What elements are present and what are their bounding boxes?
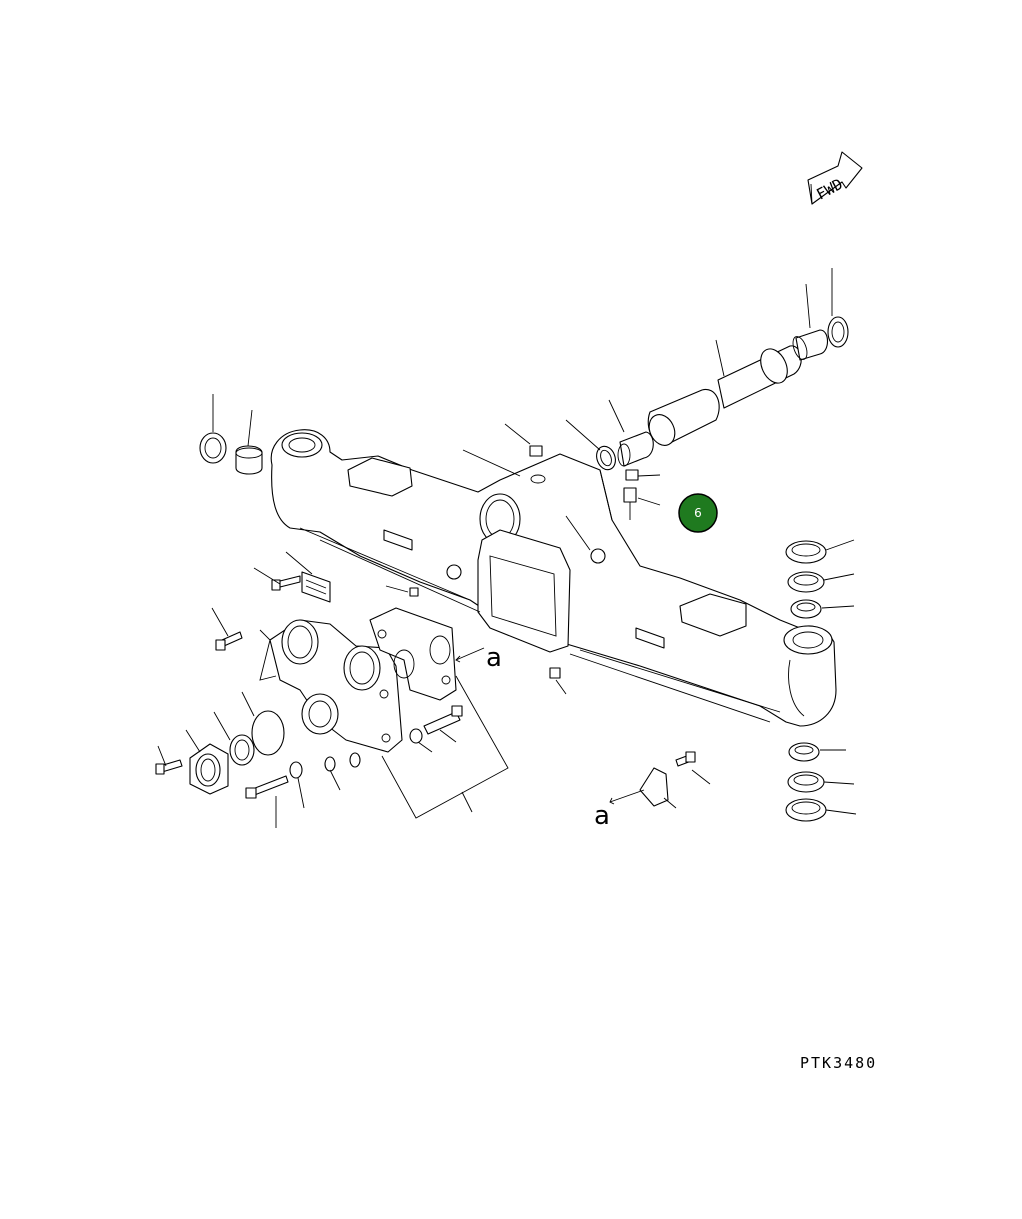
trunnion-pin-parts [529, 316, 849, 520]
drawing-code: PTK3480 [800, 1054, 877, 1072]
axle-housing [270, 429, 837, 727]
callout-circle[interactable] [678, 493, 718, 533]
bracket-assembly [259, 607, 457, 753]
right-washers-upper [785, 540, 827, 619]
right-washers-lower [785, 742, 827, 822]
detail-letter-lower: a [594, 801, 610, 831]
leader-lines [157, 268, 857, 828]
detail-letter-upper: a [486, 643, 502, 673]
left-pin-parts [199, 432, 263, 475]
callout-6[interactable]: 6 [678, 493, 718, 533]
callout-number: 6 [694, 506, 702, 520]
bolts-and-fasteners [155, 564, 696, 807]
forward-direction-arrow: FWD [807, 151, 863, 205]
cover-flange-parts [189, 710, 285, 795]
